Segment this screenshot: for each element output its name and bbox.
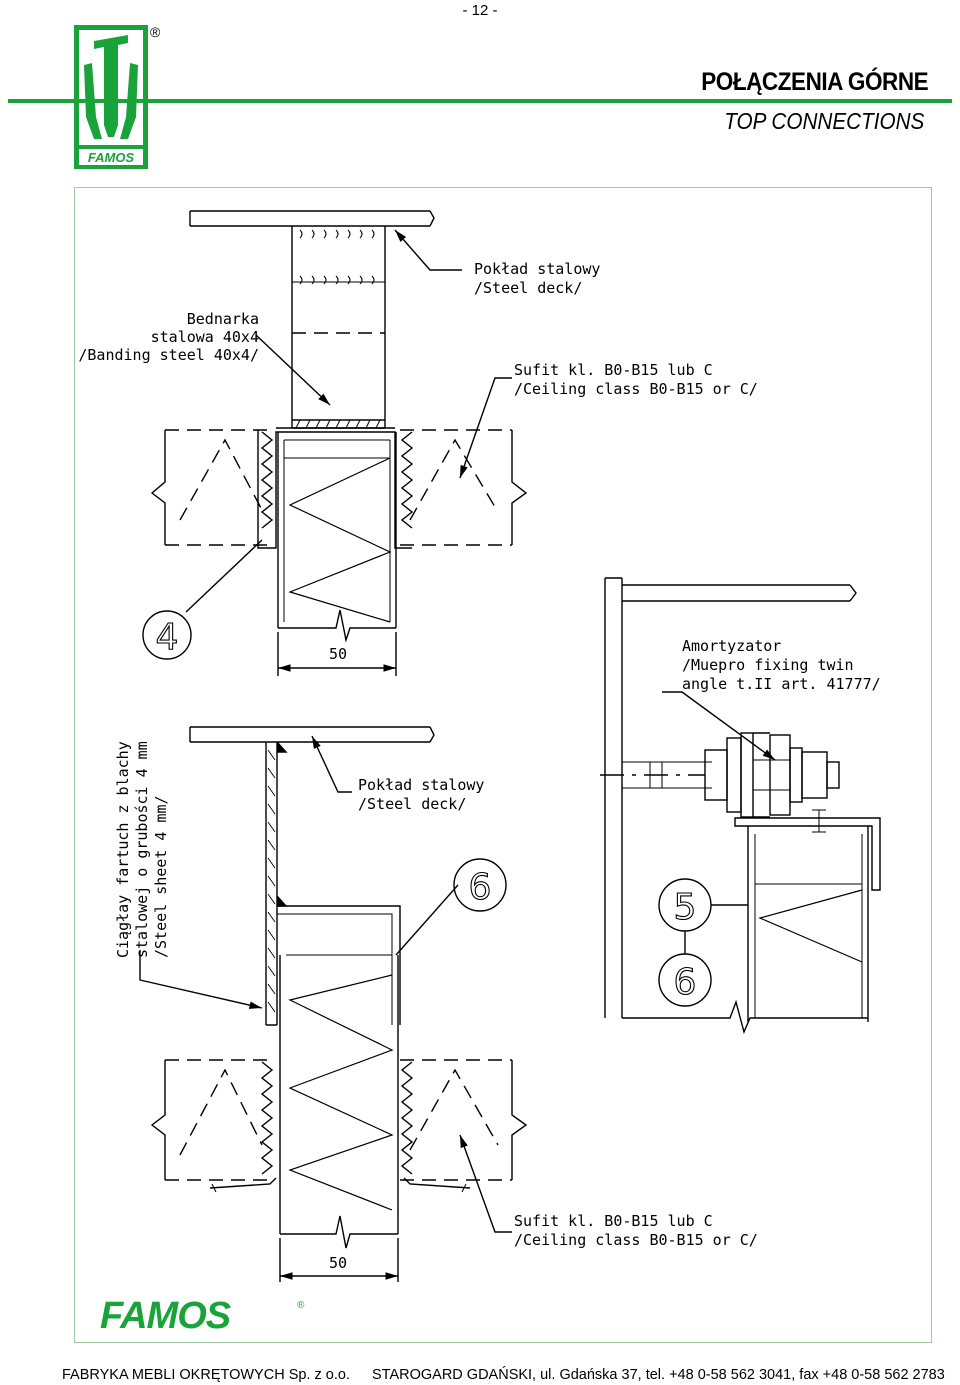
wordmark-text: FAMOS	[100, 1296, 231, 1334]
footer-address: STAROGARD GDAŃSKI, ul. Gdańska 37, tel. …	[372, 1367, 945, 1383]
label-banding-pl-2: stalowa 40x4	[151, 328, 259, 346]
bottom-detail	[139, 726, 528, 1282]
famos-wordmark: FAMOS ®	[100, 1295, 310, 1339]
page-number: - 12 -	[462, 2, 498, 19]
title-rule	[8, 99, 952, 103]
callout-6-bottom: 6	[469, 867, 492, 908]
label-apron-2: stalowej o grubości 4 mm	[133, 741, 151, 958]
label-banding-en: /Banding steel 40x4/	[78, 346, 259, 364]
label-ceiling-en-top: /Ceiling class B0-B15 or C/	[514, 380, 758, 398]
page-title-pl: POŁĄCZENIA GÓRNE	[701, 68, 928, 96]
label-damper-2: /Muepro fixing twin	[682, 656, 854, 674]
right-detail	[600, 577, 881, 1035]
footer-company: FABRYKA MEBLI OKRĘTOWYCH Sp. z o.o.	[62, 1367, 350, 1383]
label-steel-deck-pl-bottom: Pokład stalowy	[358, 776, 484, 794]
label-steel-deck-en-bottom: /Steel deck/	[358, 795, 466, 813]
callout-6-right: 6	[674, 962, 697, 1003]
label-steel-deck-en-top: /Steel deck/	[474, 279, 582, 297]
callout-5: 5	[674, 887, 697, 928]
label-ceiling-pl-bottom: Sufit kl. B0-B15 lub C	[514, 1212, 713, 1230]
famos-logo: FAMOS	[74, 25, 148, 169]
label-ceiling-pl-top: Sufit kl. B0-B15 lub C	[514, 361, 713, 379]
drawing-frame	[74, 187, 932, 1343]
top-detail	[142, 210, 528, 676]
callout-4: 4	[156, 617, 179, 658]
dimension-bottom: 50	[329, 1254, 347, 1272]
label-damper-1: Amortyzator	[682, 637, 781, 655]
label-steel-deck-pl-top: Pokład stalowy	[474, 260, 600, 278]
label-apron-3: /Steel sheet 4 mm/	[152, 795, 170, 958]
dimension-top: 50	[329, 645, 347, 663]
wordmark-reg: ®	[297, 1300, 305, 1311]
label-ceiling-en-bottom: /Ceiling class B0-B15 or C/	[514, 1231, 758, 1249]
page-title-en: TOP CONNECTIONS	[723, 108, 924, 134]
label-damper-3: angle t.II art. 41777/	[682, 675, 881, 693]
logo-text: FAMOS	[88, 150, 135, 165]
label-apron-1: Ciągłay fartuch z blachy	[114, 741, 132, 958]
label-banding-pl-1: Bednarka	[187, 310, 259, 328]
registered-mark: ®	[150, 24, 161, 40]
